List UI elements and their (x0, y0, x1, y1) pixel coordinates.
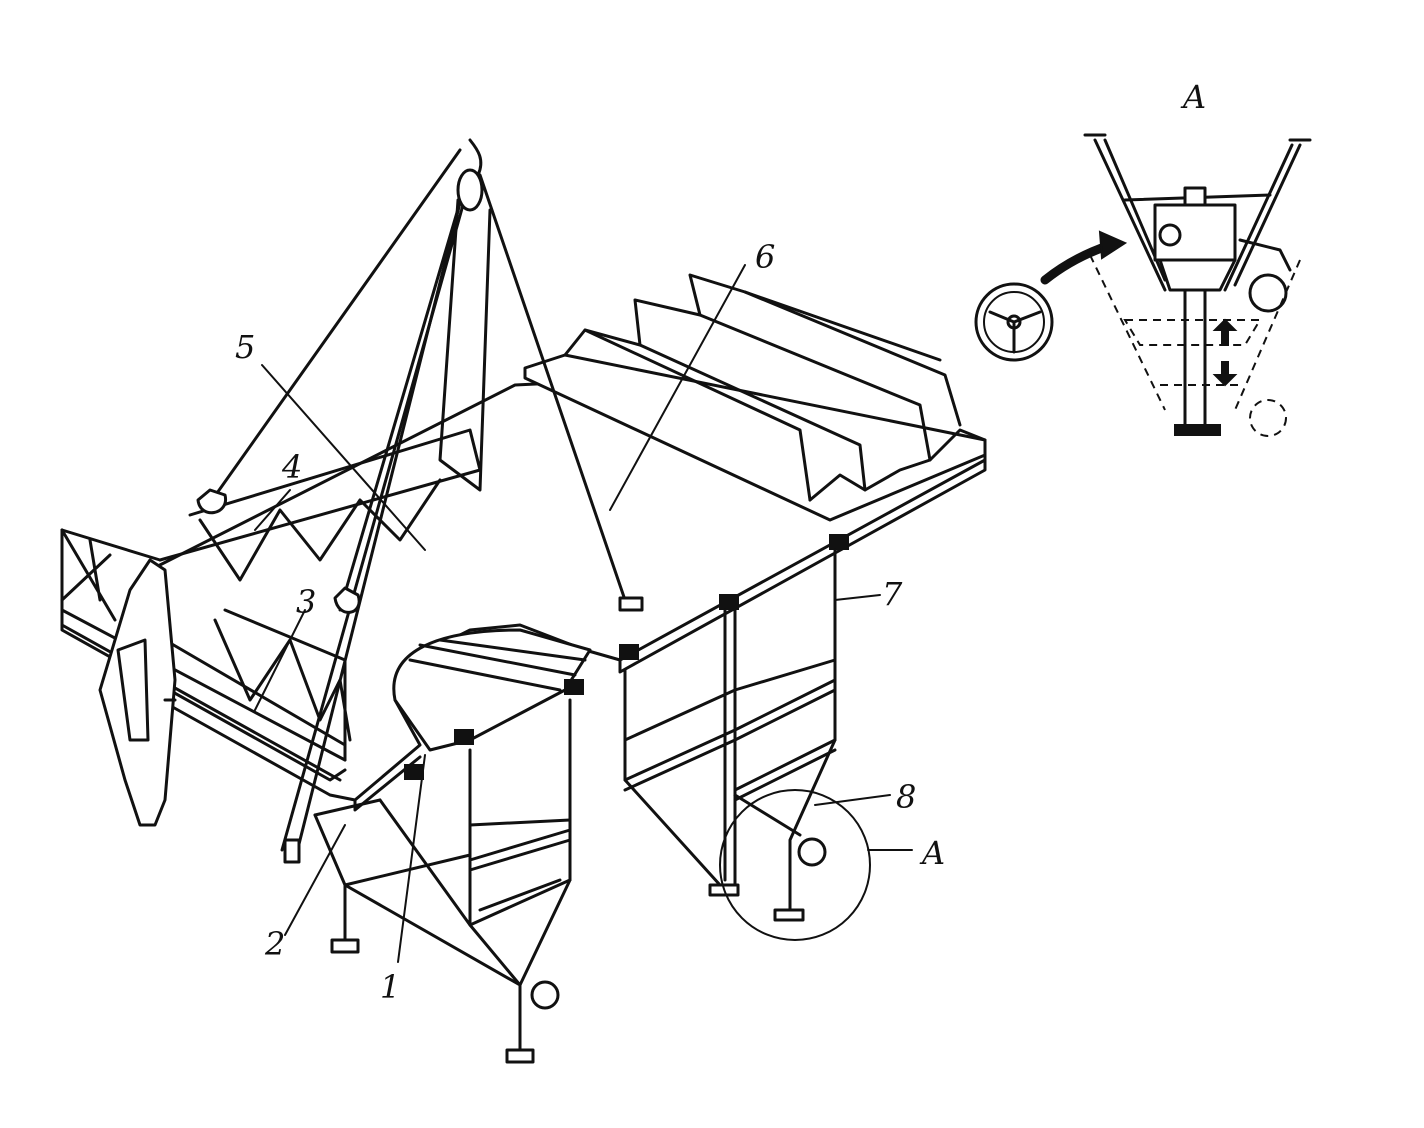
cantilever-tongue (392, 534, 849, 780)
label-detail-a-title: A (1180, 78, 1206, 116)
label-5: 5 (235, 328, 255, 366)
detail-a-marker (719, 789, 871, 941)
rear-support-frame (623, 548, 871, 941)
label-6: 6 (755, 238, 775, 276)
corrugated-panel (523, 273, 987, 522)
lifting-link-plate (98, 558, 177, 827)
leader-lines (254, 264, 913, 963)
label-7: 7 (882, 575, 903, 613)
lifting-slings (196, 138, 644, 864)
front-support-frame (313, 698, 572, 1064)
label-3: 3 (296, 583, 316, 621)
label-detail-a-ref: A (919, 834, 945, 872)
callout-labels: 1 2 3 4 5 6 7 8 A A (235, 78, 1206, 1006)
label-4: 4 (281, 448, 302, 486)
label-1: 1 (380, 968, 400, 1006)
detail-a-view (974, 133, 1312, 437)
label-8: 8 (896, 778, 916, 816)
label-2: 2 (264, 925, 285, 963)
